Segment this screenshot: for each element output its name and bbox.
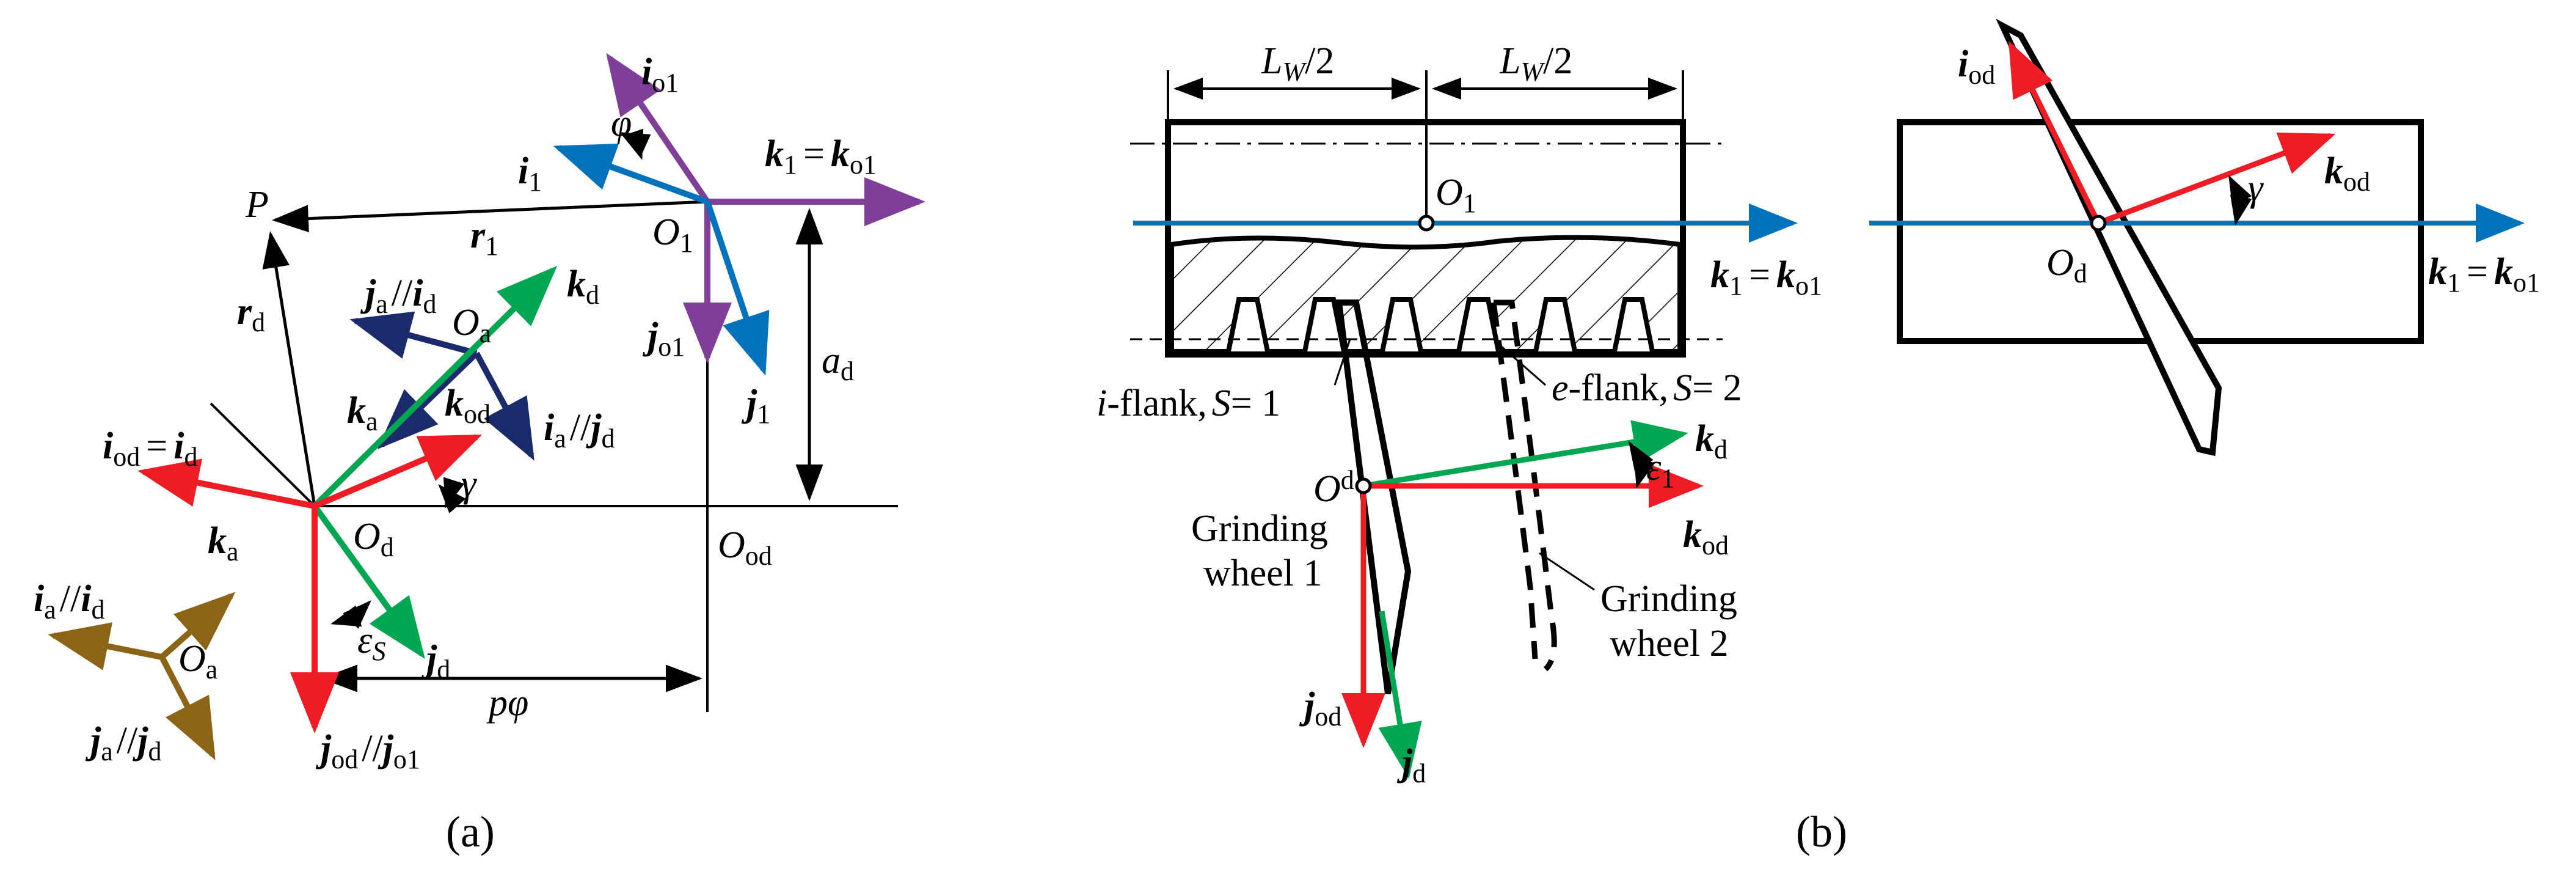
ka-lower-label: ka: [208, 520, 239, 567]
oa-lower-label: Oa: [178, 638, 217, 685]
jod-par-jo1-label: jod//jo1: [315, 728, 420, 774]
vector-ka-upper: [377, 351, 479, 449]
ood-label: Ood: [718, 524, 772, 571]
vector-ia-lower: [48, 622, 162, 670]
od-point-top: [2090, 215, 2107, 232]
lw-left-label: LW/2: [1261, 40, 1334, 87]
grinding-wheel-1-label-2: wheel 1: [1203, 553, 1323, 594]
phi-angle-arc: [619, 128, 651, 160]
grinding-wheel-1: [1335, 299, 1412, 694]
point-p-label: P: [245, 184, 269, 226]
jo1-label: jo1: [642, 315, 685, 362]
epsilon1-label: ε1: [1646, 447, 1674, 493]
ia-par-id-lower-label: ia//id: [34, 578, 104, 625]
ja-par-id-upper-label: ja//id: [360, 273, 436, 319]
od-label-top: Od: [2046, 242, 2087, 288]
vector-ja-upper: [349, 311, 478, 359]
rd-label: rd: [237, 291, 265, 337]
caption-a: (a): [446, 807, 495, 856]
worm-body: [1165, 119, 1686, 358]
phi-label: φ: [611, 103, 632, 144]
k1-eq-ko1-label: k1=ko1: [765, 133, 877, 180]
vector-iod-top: [2008, 40, 2101, 224]
worm-section-hatched: [1169, 235, 1682, 354]
od-label-b: Od: [1313, 465, 1354, 510]
epsilon-angle-arc: [330, 600, 371, 629]
kd-label: kd: [567, 263, 599, 310]
jod-label-b: jod: [1299, 685, 1341, 732]
vector-kd-b: [1363, 420, 1688, 489]
vector-rd: [262, 231, 316, 507]
wheel1-leader: [1334, 339, 1351, 386]
vector-kod-top: [2097, 132, 2336, 226]
pphi-label: pφ: [486, 682, 528, 724]
vector-jd: [312, 504, 425, 659]
iod-label-top: iod: [1958, 43, 1995, 90]
vector-j1: [704, 200, 770, 376]
kod-label-b: kod: [1683, 514, 1729, 560]
wheel2-leader: [1496, 341, 1546, 386]
iod-eq-id-label: iod=id: [103, 425, 197, 472]
vector-ja-lower: [159, 655, 216, 760]
lw-right-label: LW/2: [1499, 40, 1572, 87]
gamma-angle-arc: [438, 477, 466, 513]
vector-kod: [313, 434, 483, 509]
vector-i1: [553, 144, 709, 205]
grinding-wheel-2-label: Grinding: [1600, 578, 1737, 620]
gamma-angle-arc-top: [2228, 175, 2252, 226]
grinding-wheel-2-leader: [1539, 552, 1595, 591]
kod-label: kod: [445, 383, 491, 429]
kd-label-b: kd: [1695, 418, 1728, 465]
panel-b-top-view: iod kod γ Od k1=ko1: [1869, 18, 2540, 457]
i-flank-label: i-flank,S= 1: [1096, 383, 1280, 424]
i1-label: i1: [518, 150, 542, 197]
ka-upper-label: ka: [347, 390, 378, 436]
caption-b: (b): [1796, 807, 1847, 856]
panel-a: P r1 rd O1 io1 φ i1 k1=ko1 ja//id Oa kd …: [34, 51, 925, 856]
k1-eq-ko1-label-b: k1=ko1: [1710, 254, 1822, 301]
oa-upper-label: Oa: [452, 302, 491, 348]
jd-label-b: jd: [1396, 742, 1426, 788]
gamma-label-top: γ: [2248, 167, 2264, 209]
ia-par-jd-upper-label: ia//jd: [544, 407, 615, 454]
vector-r1: [272, 200, 708, 233]
o1-label: O1: [652, 211, 693, 258]
e-flank-label: e-flank,S= 2: [1552, 367, 1742, 409]
grinding-wheel-2-label-2: wheel 2: [1610, 623, 1729, 664]
o1-point: [1418, 215, 1435, 232]
vector-io1: [606, 53, 710, 204]
k1-eq-ko1-label-top: k1=ko1: [2428, 251, 2540, 298]
gamma-label: γ: [461, 463, 477, 505]
kod-label-top: kod: [2324, 150, 2370, 197]
j1-label: j1: [741, 383, 770, 429]
ja-par-jd-lower-label: ja//jd: [85, 720, 161, 766]
panel-b: LW/2 LW/2 O1 k1=ko1 i-flank,S= 1 e-flank…: [1096, 40, 1847, 856]
epsilon-s-label: εS: [357, 620, 385, 666]
vector-kd: [312, 265, 558, 509]
ad-label: ad: [822, 340, 854, 386]
o1-label-b: O1: [1436, 172, 1476, 218]
vector-iod: [137, 458, 315, 509]
vector-ka-lower: [159, 592, 236, 659]
od-point-b: [1355, 477, 1372, 494]
diagonal-reference-line: [210, 402, 316, 507]
grinding-wheel-1-label: Grinding: [1191, 508, 1328, 549]
io1-label: io1: [641, 51, 679, 98]
epsilon1-angle-arc: [1628, 441, 1655, 488]
vector-jd-b: [1378, 611, 1422, 779]
vector-ia-upper: [473, 351, 535, 461]
r1-label: r1: [470, 215, 498, 261]
od-label: Od: [353, 516, 394, 562]
